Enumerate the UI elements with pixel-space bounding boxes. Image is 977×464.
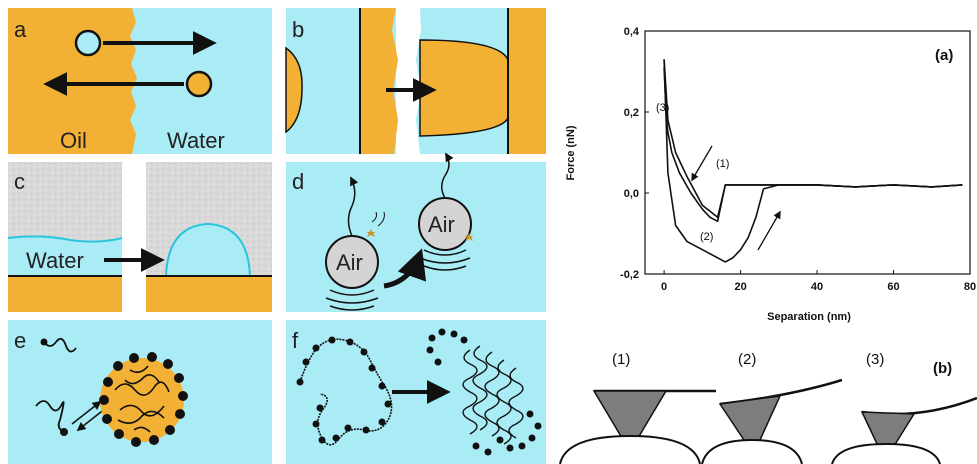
panel-b-letter: b [292, 17, 304, 42]
y-axis-title: Force (nN) [565, 125, 577, 180]
water-label: Water [167, 128, 225, 153]
particle-icon [559, 434, 701, 464]
panel-e-letter: e [14, 328, 26, 353]
approach-arrow-icon [691, 145, 713, 182]
panel-f-letter: f [292, 328, 299, 353]
x-tick-label: 20 [734, 281, 746, 293]
plot-frame [644, 30, 971, 275]
particle-icon [701, 438, 803, 464]
panel-a: a Oil Water [8, 8, 272, 154]
stage-label-2: (2) [738, 351, 756, 368]
oil-droplet-icon [185, 70, 213, 98]
curve-label-3: (3) [656, 102, 669, 114]
force-curve-1 [663, 59, 963, 219]
panel-d-letter: d [292, 169, 304, 194]
curve-label-1: (1) [716, 158, 729, 170]
panel-f: f [286, 320, 546, 464]
schematic-panel-tag: (b) [933, 360, 952, 377]
air-label-1: Air [336, 250, 363, 275]
x-axis-title: Separation (nm) [767, 311, 851, 323]
air-label-2: Air [428, 212, 455, 237]
x-tick-label: 0 [661, 281, 667, 293]
panel-a-letter: a [14, 17, 27, 42]
curve-label-2: (2) [700, 231, 713, 243]
afm-tip-icon [592, 390, 668, 442]
water-label: Water [26, 248, 84, 273]
stage-label-3: (3) [866, 351, 884, 368]
force-separation-chart: (a) Separation (nm) Force (nN) 0 20 40 60 80… [565, 26, 976, 323]
y-tick-label: 0,2 [624, 107, 639, 119]
x-tick-label: 60 [887, 281, 899, 293]
y-tick-label: -0,2 [620, 269, 639, 281]
y-tick-label: 0,0 [624, 188, 639, 200]
afm-tip-icon [718, 395, 782, 444]
oil-label: Oil [60, 128, 87, 153]
chart-panel-tag: (a) [935, 47, 953, 64]
retract-arrow-icon [757, 210, 781, 251]
panel-e: e [8, 320, 272, 464]
cantilever-schematic: (1) (2) (3) (b) [559, 351, 977, 464]
panel-d: d Air Air [286, 152, 546, 312]
y-tick-label: 0,4 [624, 26, 640, 38]
stage-label-1: (1) [612, 351, 630, 368]
panel-c-letter: c [14, 169, 25, 194]
x-tick-label: 40 [811, 281, 823, 293]
panel-c: c Water [7, 162, 272, 312]
x-tick-label: 80 [964, 281, 976, 293]
panel-b: b [285, 8, 546, 154]
arrow-curved-icon [383, 248, 427, 289]
particle-icon [831, 442, 941, 464]
water-droplet-icon [74, 29, 102, 57]
force-curve-3 [663, 67, 963, 223]
